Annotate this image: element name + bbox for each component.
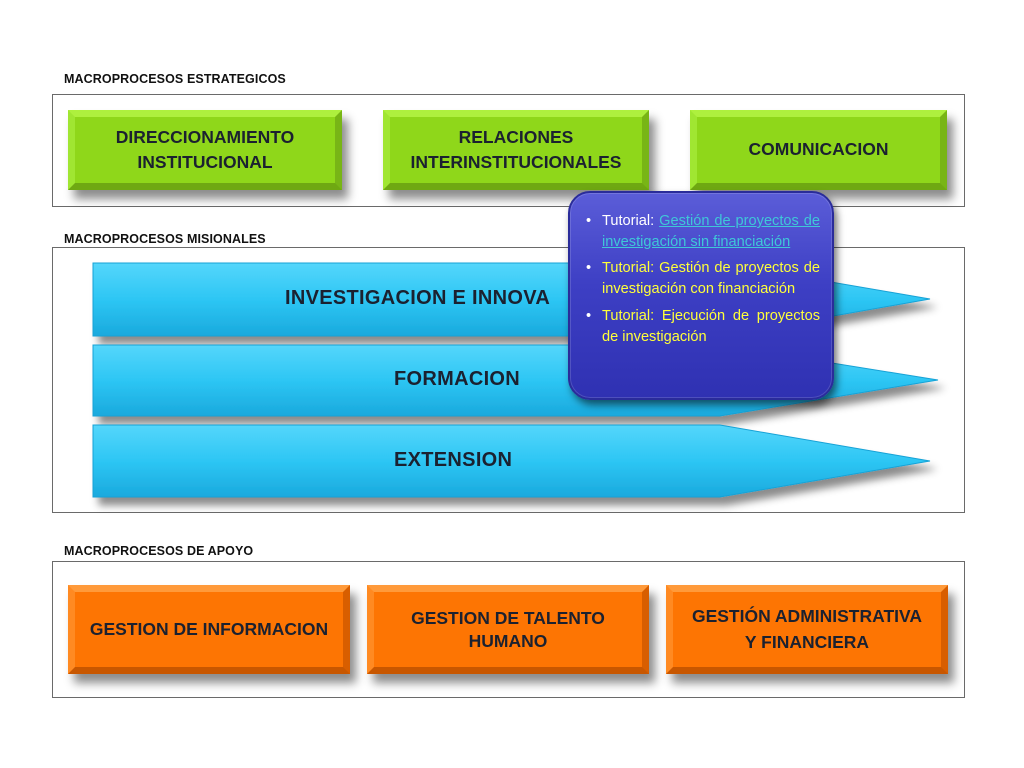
tutorial-popup: Tutorial: Gestión de proyectos de invest… bbox=[568, 191, 834, 400]
extension-label: EXTENSION bbox=[394, 449, 513, 471]
popup-item-2-prefix: Tutorial: bbox=[602, 260, 655, 277]
direccionamiento-line2: INSTITUCIONAL bbox=[137, 152, 273, 172]
comunicacion-line1: COMUNICACION bbox=[748, 139, 889, 160]
gestion-talento-line1: GESTION DE TALENTO bbox=[411, 607, 605, 628]
gestion-administrativa-line2: Y FINANCIERA bbox=[744, 631, 870, 652]
support-section-label: MACROPROCESOS DE APOYO bbox=[64, 544, 254, 558]
popup-item-1-prefix: Tutorial: bbox=[602, 213, 655, 229]
missional-section-label: MACROPROCESOS MISIONALES bbox=[64, 232, 266, 246]
gestion-talento-box[interactable]: GESTION DE TALENTO HUMANO bbox=[367, 585, 649, 674]
gestion-informacion-box[interactable]: GESTION DE INFORMACION bbox=[68, 585, 350, 674]
relaciones-box[interactable]: RELACIONES INTERINSTITUCIONALES bbox=[383, 110, 649, 190]
gestion-administrativa-line1: GESTIÓN ADMINISTRATIVA bbox=[691, 606, 923, 627]
relaciones-line2: INTERINSTITUCIONALES bbox=[410, 152, 622, 172]
popup-item-3-text[interactable]: Ejecución de proyectos de investigación bbox=[602, 307, 821, 345]
formacion-label: FORMACION bbox=[394, 368, 521, 390]
strategic-section-label: MACROPROCESOS ESTRATEGICOS bbox=[64, 72, 286, 86]
popup-item-3-prefix: Tutorial: bbox=[602, 307, 655, 324]
relaciones-line1: RELACIONES bbox=[458, 126, 574, 147]
direccionamiento-box[interactable]: DIRECCIONAMIENTO INSTITUCIONAL bbox=[68, 110, 342, 190]
direccionamiento-line1: DIRECCIONAMIENTO bbox=[115, 126, 295, 147]
popup-item-2-text[interactable]: Gestión de proyectos de investigación co… bbox=[602, 260, 820, 298]
popup-item-1: Tutorial: Gestión de proyectos de invest… bbox=[584, 211, 820, 252]
extension-arrow[interactable] bbox=[92, 424, 931, 498]
comunicacion-box[interactable]: COMUNICACION bbox=[690, 110, 947, 190]
gestion-administrativa-box[interactable]: GESTIÓN ADMINISTRATIVA Y FINANCIERA bbox=[666, 585, 948, 674]
gestion-informacion-line1: GESTION DE INFORMACION bbox=[89, 618, 329, 639]
gestion-talento-line2: HUMANO bbox=[468, 630, 548, 651]
investigacion-label: INVESTIGACION E INNOVA bbox=[285, 287, 551, 309]
popup-item-3: Tutorial: Ejecución de proyectos de inve… bbox=[584, 306, 820, 347]
popup-item-1-link[interactable]: Gestión de proyectos de investigación si… bbox=[602, 213, 820, 250]
popup-item-2: Tutorial: Gestión de proyectos de invest… bbox=[584, 258, 820, 299]
